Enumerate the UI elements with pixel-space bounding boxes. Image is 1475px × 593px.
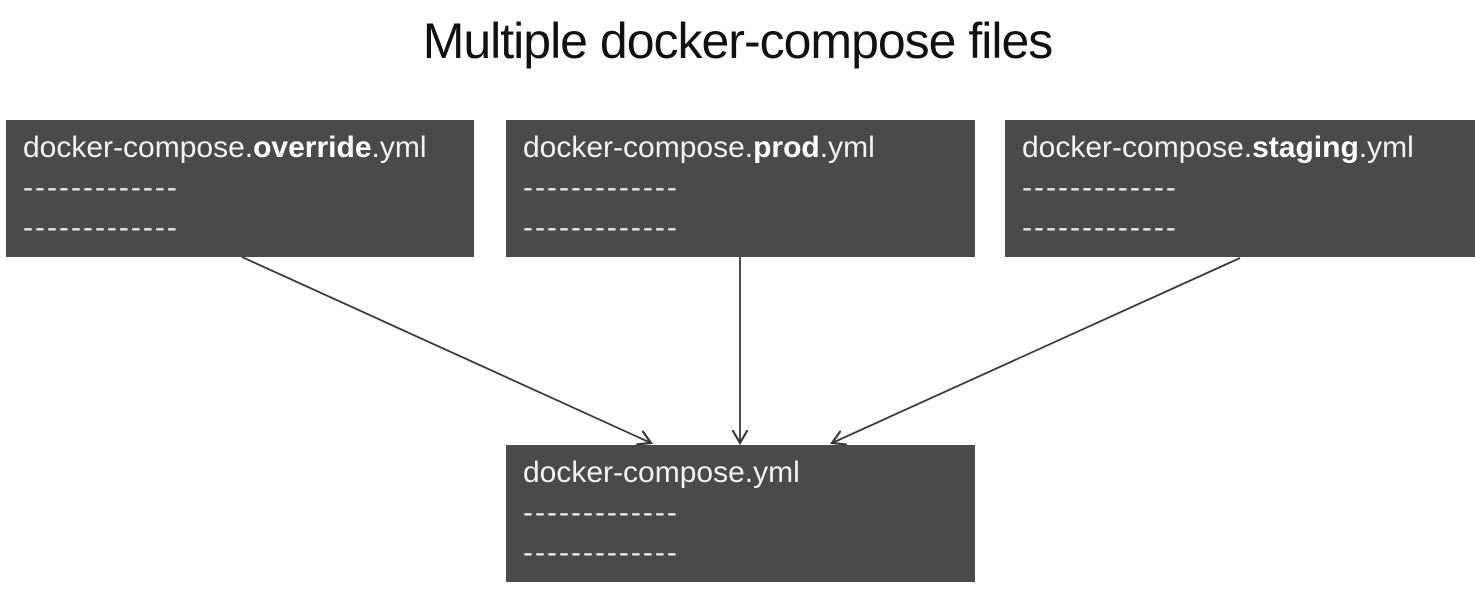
file-name-prefix: docker-compose. bbox=[1022, 131, 1253, 164]
file-name-prefix: docker-compose.yml bbox=[523, 456, 800, 489]
file-name-bold: prod bbox=[753, 131, 820, 164]
content-placeholder-line: ------------- bbox=[523, 496, 679, 529]
arrow-staging-to-base bbox=[830, 257, 1241, 446]
diagram-title: Multiple docker-compose files bbox=[422, 13, 1054, 69]
content-placeholder-line: ------------- bbox=[523, 211, 679, 244]
content-placeholder-line: ------------- bbox=[23, 171, 179, 204]
node-docker-compose-base: docker-compose.yml ------------- -------… bbox=[506, 445, 975, 582]
file-name: docker-compose.prod.yml bbox=[523, 128, 958, 168]
file-name: docker-compose.override.yml bbox=[23, 128, 457, 168]
file-name-bold: staging bbox=[1252, 131, 1359, 164]
file-name: docker-compose.yml bbox=[523, 453, 958, 493]
file-name-prefix: docker-compose. bbox=[23, 131, 254, 164]
file-name-suffix: .yml bbox=[371, 131, 427, 164]
arrow-override-to-base bbox=[241, 256, 653, 446]
node-docker-compose-staging: docker-compose.staging.yml -------------… bbox=[1005, 120, 1475, 257]
content-placeholder-line: ------------- bbox=[1022, 171, 1178, 204]
file-name-suffix: .yml bbox=[1358, 131, 1414, 164]
content-placeholder-line: ------------- bbox=[523, 171, 679, 204]
node-docker-compose-override: docker-compose.override.yml ------------… bbox=[6, 120, 474, 257]
file-name-suffix: .yml bbox=[819, 131, 875, 164]
node-docker-compose-prod: docker-compose.prod.yml ------------- --… bbox=[506, 120, 975, 257]
content-placeholder-line: ------------- bbox=[1022, 211, 1178, 244]
file-name-bold: override bbox=[253, 131, 372, 164]
file-name: docker-compose.staging.yml bbox=[1022, 128, 1458, 168]
file-name-prefix: docker-compose. bbox=[523, 131, 754, 164]
content-placeholder-line: ------------- bbox=[23, 211, 179, 244]
content-placeholder-line: ------------- bbox=[523, 536, 679, 569]
